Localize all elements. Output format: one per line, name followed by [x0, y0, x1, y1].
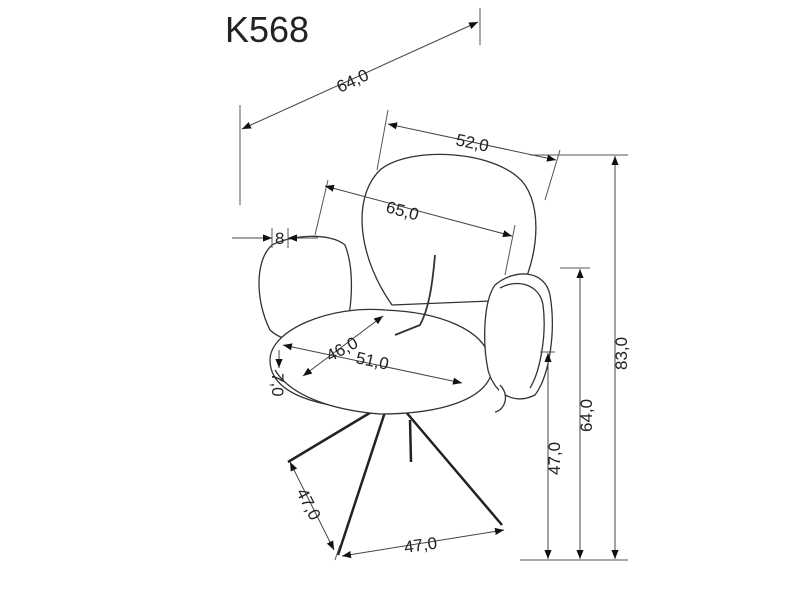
label-overall-width: 64,0 — [334, 65, 372, 96]
label-arm-height: 64,0 — [577, 399, 596, 432]
label-seat-height: 47,0 — [545, 442, 564, 475]
label-total-height: 83,0 — [612, 337, 631, 370]
label-seat-thickness: 7,0 — [268, 373, 287, 397]
chair-legs — [287, 404, 503, 556]
label-back-width: 52,0 — [454, 130, 490, 155]
dimension-lines — [232, 21, 619, 559]
backrest-seam — [394, 254, 436, 336]
seat-front — [274, 369, 493, 415]
label-base-depth: 47,0 — [292, 485, 324, 523]
model-title: K568 — [225, 9, 309, 50]
label-base-width: 47,0 — [403, 534, 438, 557]
label-arm-width: 8 — [275, 229, 284, 248]
